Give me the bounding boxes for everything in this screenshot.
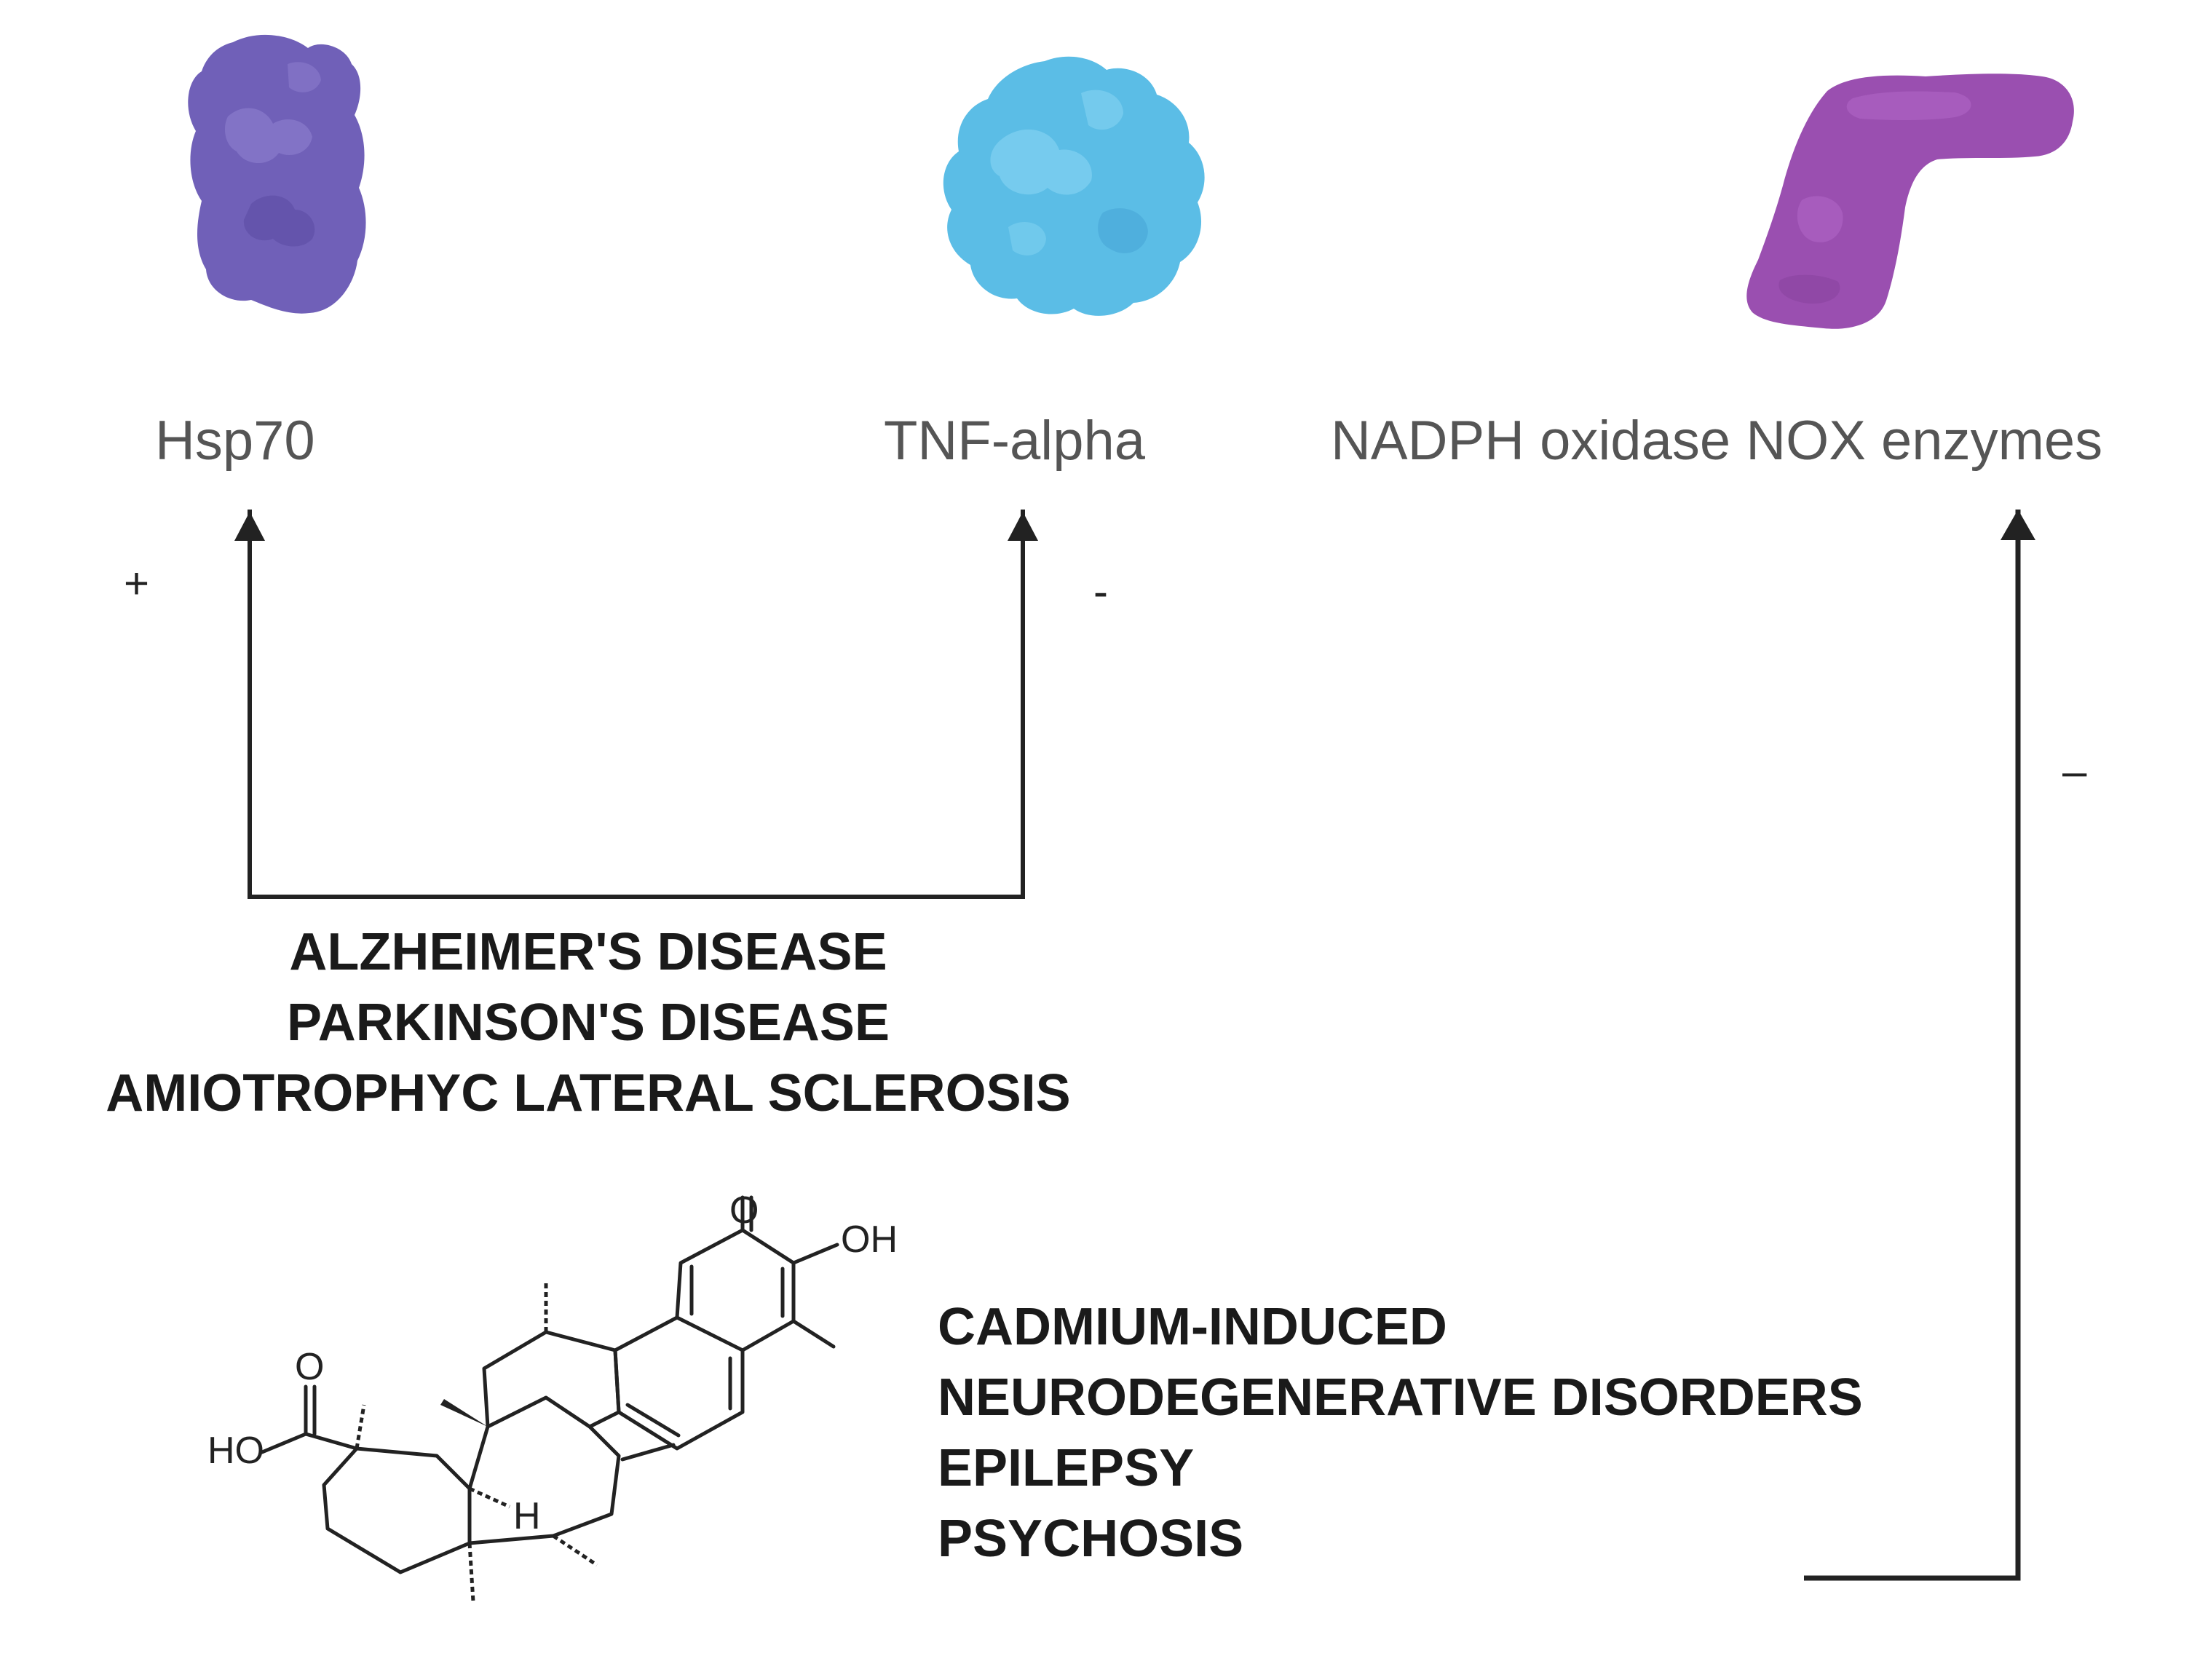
tnf-alpha-protein-icon <box>943 56 1205 316</box>
ketone-oxygen: O <box>729 1194 759 1232</box>
tnf-alpha-label: TNF-alpha <box>884 410 1145 472</box>
hydroxyl-group: OH <box>841 1219 898 1261</box>
alzheimer-group-bracket <box>248 510 1025 899</box>
hsp70-protein-icon <box>188 34 366 314</box>
tnf-alpha-protein <box>935 52 1212 322</box>
disorder-line: EPILEPSY <box>938 1439 1195 1497</box>
disease-line: ALZHEIMER'S DISEASE <box>289 923 887 981</box>
nox-enzyme <box>1736 69 2082 335</box>
hsp70-protein <box>164 29 382 320</box>
nox-label: NADPH oxidase NOX enzymes <box>1331 410 2103 472</box>
nox-enzyme-icon <box>1746 74 2074 329</box>
disease-line: AMIOTROPHYC LATERAL SCLEROSIS <box>106 1064 1071 1122</box>
tnf-alpha-effect-sign: - <box>1093 567 1108 616</box>
triterpenoid-molecule: O OH O HO H <box>207 1194 898 1602</box>
hsp70-arrowhead <box>234 512 265 541</box>
other-disorders-list: CADMIUM-INDUCED NEURODEGENERATIVE DISORD… <box>938 1292 1863 1574</box>
nox-arrowhead <box>2001 510 2035 540</box>
hsp70-label: Hsp70 <box>155 410 315 472</box>
hsp70-effect-sign: + <box>124 559 150 608</box>
nox-connector <box>1804 510 2021 1581</box>
disorder-line: CADMIUM-INDUCED <box>938 1298 1447 1356</box>
neurodegenerative-disease-list: ALZHEIMER'S DISEASE PARKINSON'S DISEASE … <box>0 917 1176 1129</box>
acid-hydroxyl: HO <box>207 1430 264 1472</box>
tnf-alpha-arrowhead <box>1008 512 1038 541</box>
nox-effect-sign: – <box>2062 747 2087 796</box>
disorder-line: PSYCHOSIS <box>938 1510 1244 1568</box>
disease-line: PARKINSON'S DISEASE <box>287 994 890 1052</box>
acid-oxygen: O <box>295 1346 324 1388</box>
disorder-line: NEURODEGENERATIVE DISORDERS <box>938 1368 1863 1427</box>
hydrogen-atom: H <box>513 1495 541 1537</box>
